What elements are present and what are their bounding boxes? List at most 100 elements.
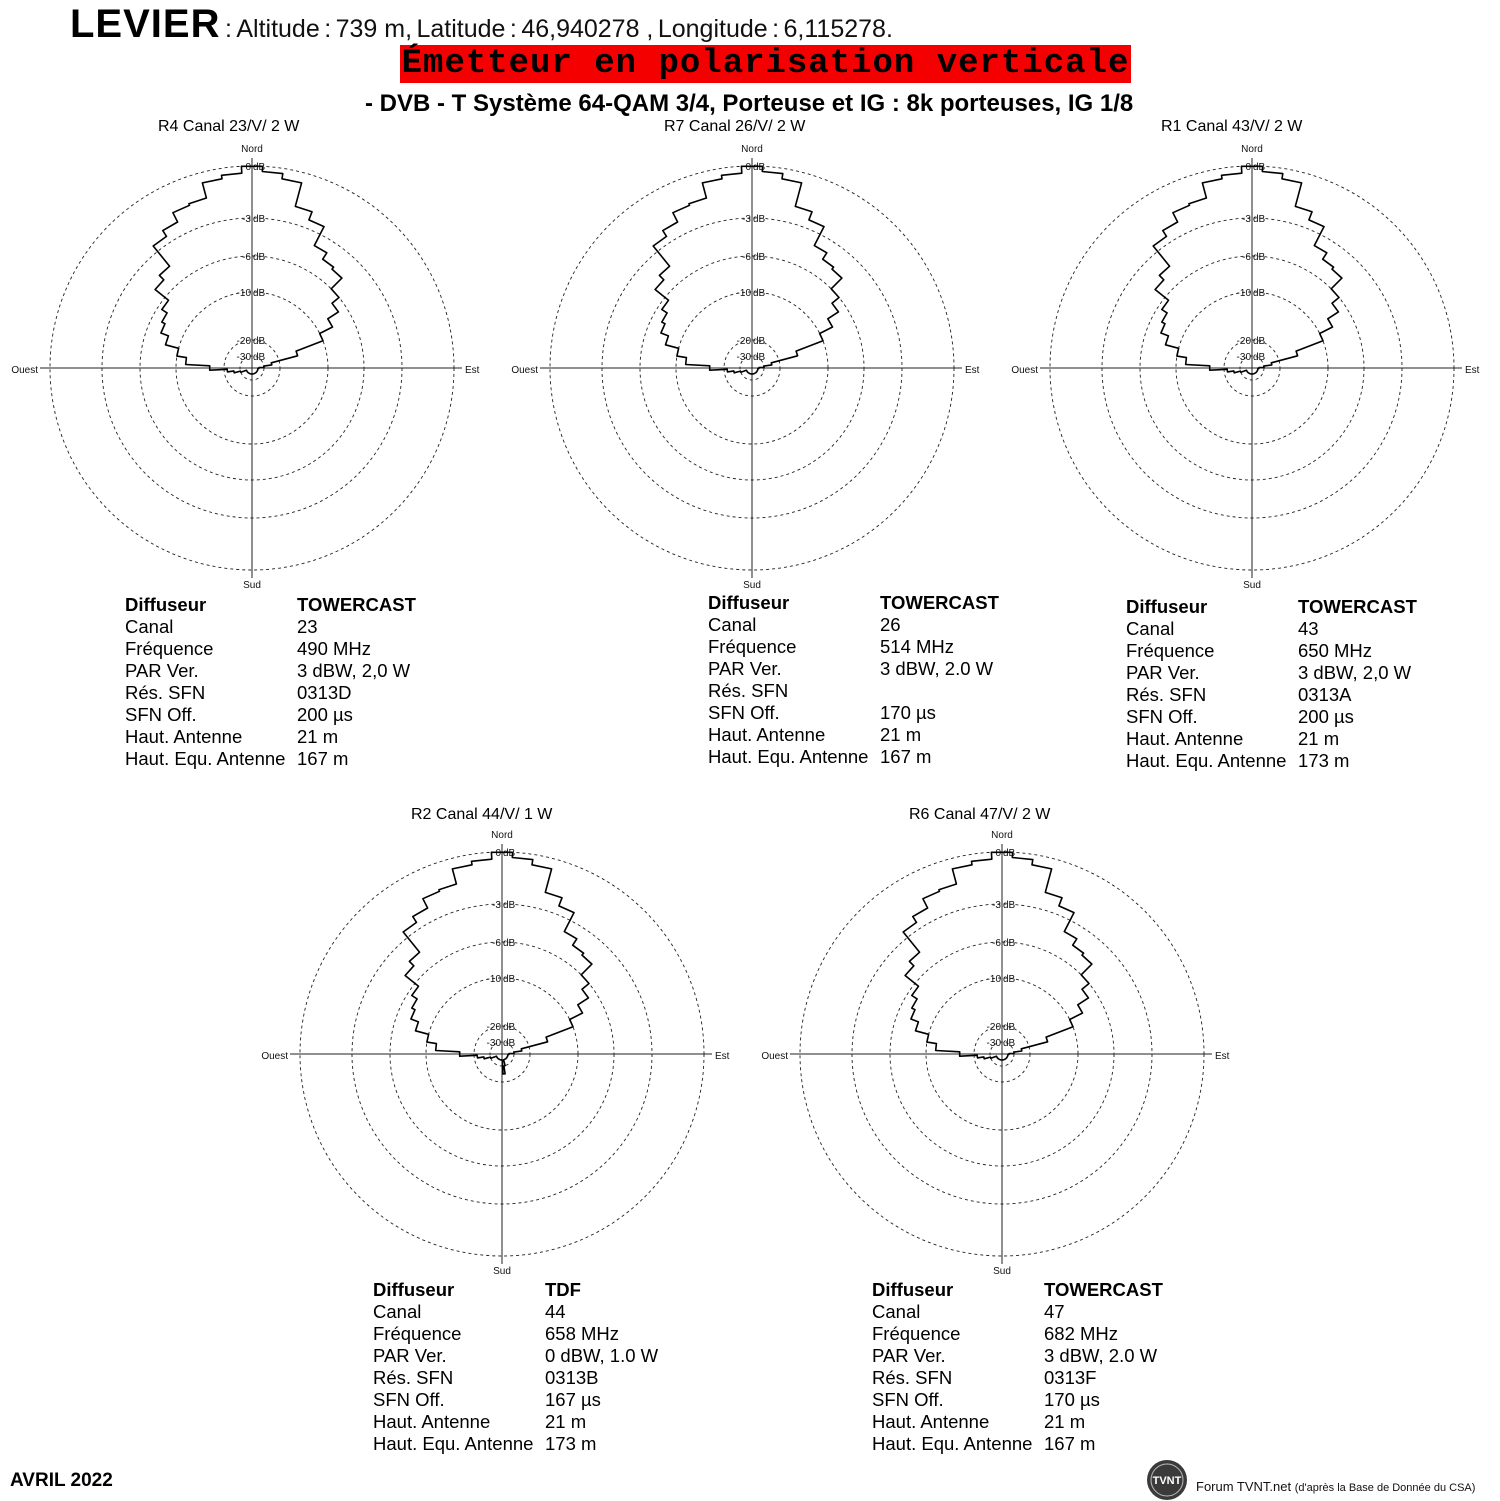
ring-label-unit: dB (503, 900, 516, 911)
label-south: Sud (743, 580, 761, 591)
ring-label-value: -30 (237, 352, 252, 363)
chart-title-r4: R4 Canal 23/V/ 2 W (158, 118, 300, 135)
label-res-sfn: Rés. SFN (1126, 684, 1207, 705)
ring-label-unit: dB (753, 214, 766, 225)
ring-label-value: -20 (987, 1022, 1002, 1033)
chart-title-r7: R7 Canal 26/V/ 2 W (664, 118, 806, 135)
ring-label-value: -10 (487, 974, 502, 985)
label-haut-equ-antenne: Haut. Equ. Antenne (125, 748, 286, 769)
value-frequence: 658 MHz (545, 1323, 620, 1344)
label-par: PAR Ver. (373, 1345, 447, 1366)
label-north: Nord (241, 144, 263, 155)
ring-label-value: 0 (995, 848, 1001, 859)
label-sfn-off: SFN Off. (1126, 706, 1198, 727)
label-frequence: Fréquence (125, 638, 214, 659)
ring-label-unit: dB (1003, 900, 1016, 911)
header-sep: : (772, 15, 780, 43)
ring-label-value: 0 (745, 162, 751, 173)
ring-label-unit: dB (1003, 1038, 1016, 1049)
header-line: LEVIER : Altitude : 739 m, Latitude : 46… (70, 2, 893, 46)
ring-label-unit: dB (1003, 1022, 1016, 1033)
label-north: Nord (741, 144, 763, 155)
value-haut-antenne: 21 m (880, 724, 922, 745)
header-sep: : (224, 15, 232, 43)
ring-label-unit: dB (1253, 214, 1266, 225)
ring-label-unit: dB (753, 162, 766, 173)
label-canal: Canal (708, 614, 757, 635)
value-diffuseur: TOWERCAST (1044, 1279, 1163, 1300)
ring-label-unit: dB (253, 352, 266, 363)
radiation-pattern (152, 165, 343, 375)
value-par: 3 dBW, 2,0 W (1298, 662, 1412, 683)
label-south: Sud (1243, 580, 1261, 591)
value-canal: 26 (880, 614, 901, 635)
value-diffuseur: TOWERCAST (297, 594, 416, 615)
value-haut-antenne: 21 m (545, 1411, 587, 1432)
value-res-sfn: 0313D (297, 682, 352, 703)
ring-label-value: -3 (242, 214, 251, 225)
ring-label-unit: dB (503, 938, 516, 949)
label-diffuseur: Diffuseur (373, 1279, 455, 1300)
value-par: 3 dBW, 2.0 W (1044, 1345, 1158, 1366)
longitude-value: 6,115278. (783, 15, 893, 43)
credit-main: Forum TVNT.net (1196, 1479, 1292, 1494)
site-name: LEVIER (70, 2, 221, 46)
ring-label-unit: dB (503, 1022, 516, 1033)
value-haut-antenne: 21 m (1298, 728, 1340, 749)
label-canal: Canal (1126, 618, 1175, 639)
label-haut-antenne: Haut. Antenne (1126, 728, 1244, 749)
value-sfn-off: 200 µs (297, 704, 353, 725)
ring-label-value: -6 (992, 938, 1001, 949)
ring-label-unit: dB (503, 1038, 516, 1049)
longitude-label: Longitude (657, 15, 768, 43)
ring-label-value: -10 (1237, 288, 1252, 299)
value-sfn-off: 170 µs (1044, 1389, 1100, 1410)
radiation-pattern (1152, 165, 1343, 375)
ring-label-unit: dB (503, 974, 516, 985)
value-canal: 47 (1044, 1301, 1065, 1322)
label-west: Ouest (261, 1051, 288, 1062)
ring-label-unit: dB (753, 252, 766, 263)
label-res-sfn: Rés. SFN (872, 1367, 953, 1388)
ring-label-value: -6 (242, 252, 251, 263)
value-diffuseur: TDF (545, 1279, 581, 1300)
altitude-value: 739 m, (335, 15, 413, 43)
ring-label-value: -30 (487, 1038, 502, 1049)
label-frequence: Fréquence (708, 636, 797, 657)
header-sep: : (324, 15, 332, 43)
ring-label-value: -6 (492, 938, 501, 949)
value-canal: 23 (297, 616, 318, 637)
polarisation-banner: Émetteur en polarisation verticale (400, 45, 1131, 83)
credit-source: (d'après la Base de Donnée du CSA) (1294, 1482, 1476, 1494)
value-res-sfn: 0313B (545, 1367, 599, 1388)
ring-label-value: -10 (737, 288, 752, 299)
ring-label-value: -3 (992, 900, 1001, 911)
ring-label-unit: dB (753, 336, 766, 347)
value-canal: 43 (1298, 618, 1319, 639)
label-north: Nord (1241, 144, 1263, 155)
ring-label-unit: dB (1253, 288, 1266, 299)
label-sfn-off: SFN Off. (872, 1389, 944, 1410)
ring-label-value: -6 (742, 252, 751, 263)
latitude-label: Latitude (416, 15, 506, 43)
label-sfn-off: SFN Off. (125, 704, 197, 725)
label-haut-antenne: Haut. Antenne (872, 1411, 990, 1432)
ring-label-unit: dB (253, 214, 266, 225)
value-frequence: 514 MHz (880, 636, 955, 657)
ring-label-unit: dB (253, 162, 266, 173)
value-frequence: 490 MHz (297, 638, 372, 659)
value-sfn-off: 170 µs (880, 702, 936, 723)
label-haut-equ-antenne: Haut. Equ. Antenne (708, 746, 869, 767)
credit-line: Forum TVNT.net (d'après la Base de Donné… (1196, 1479, 1475, 1494)
label-sfn-off: SFN Off. (708, 702, 780, 723)
ring-label-unit: dB (753, 352, 766, 363)
label-par: PAR Ver. (1126, 662, 1200, 683)
radiation-pattern (652, 165, 843, 375)
label-east: Est (1215, 1051, 1230, 1062)
